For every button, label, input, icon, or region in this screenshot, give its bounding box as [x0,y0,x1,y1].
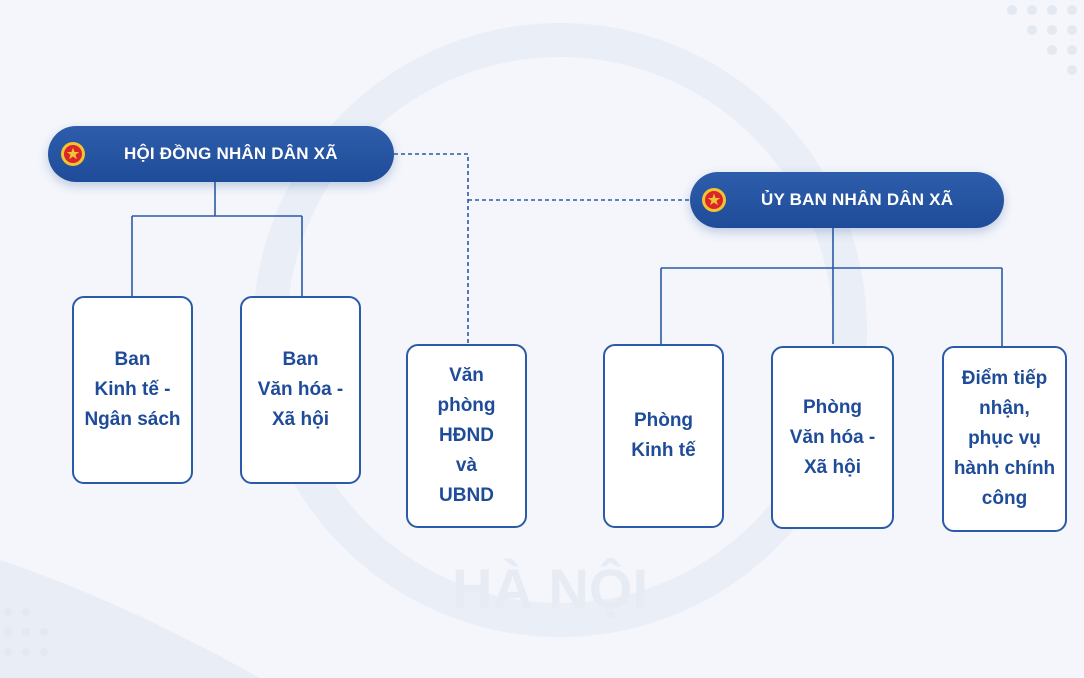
shared-office: Văn phòng HĐND và UBND [406,344,527,528]
council-unit-economy-budget: Ban Kinh tế - Ngân sách [72,296,193,484]
watermark-text: HÀ NỘI [452,557,648,620]
dashed-link-council [394,153,469,344]
council-header: HỘI ĐỒNG NHÂN DÂN XÃ [48,126,394,182]
dot-pattern-bottom-left [4,608,48,656]
committee-unit-culture-society: Phòng Văn hóa - Xã hội [771,346,894,529]
committee-unit-public-service-point: Điểm tiếp nhận, phục vụ hành chính công [942,346,1067,532]
committee-unit-economy: Phòng Kinh tế [603,344,724,528]
committee-title: ỦY BAN NHÂN DÂN XÃ [761,190,954,209]
national-emblem-icon [702,188,726,212]
council-connector [131,182,303,296]
dot-pattern-top-right [1007,5,1077,75]
council-unit-culture-society: Ban Văn hóa - Xã hội [240,296,361,484]
corner-swoosh [0,560,260,678]
committee-connector [660,228,1003,346]
committee-header: ỦY BAN NHÂN DÂN XÃ [690,172,1004,228]
national-emblem-icon [61,142,85,166]
council-title: HỘI ĐỒNG NHÂN DÂN XÃ [124,144,338,163]
